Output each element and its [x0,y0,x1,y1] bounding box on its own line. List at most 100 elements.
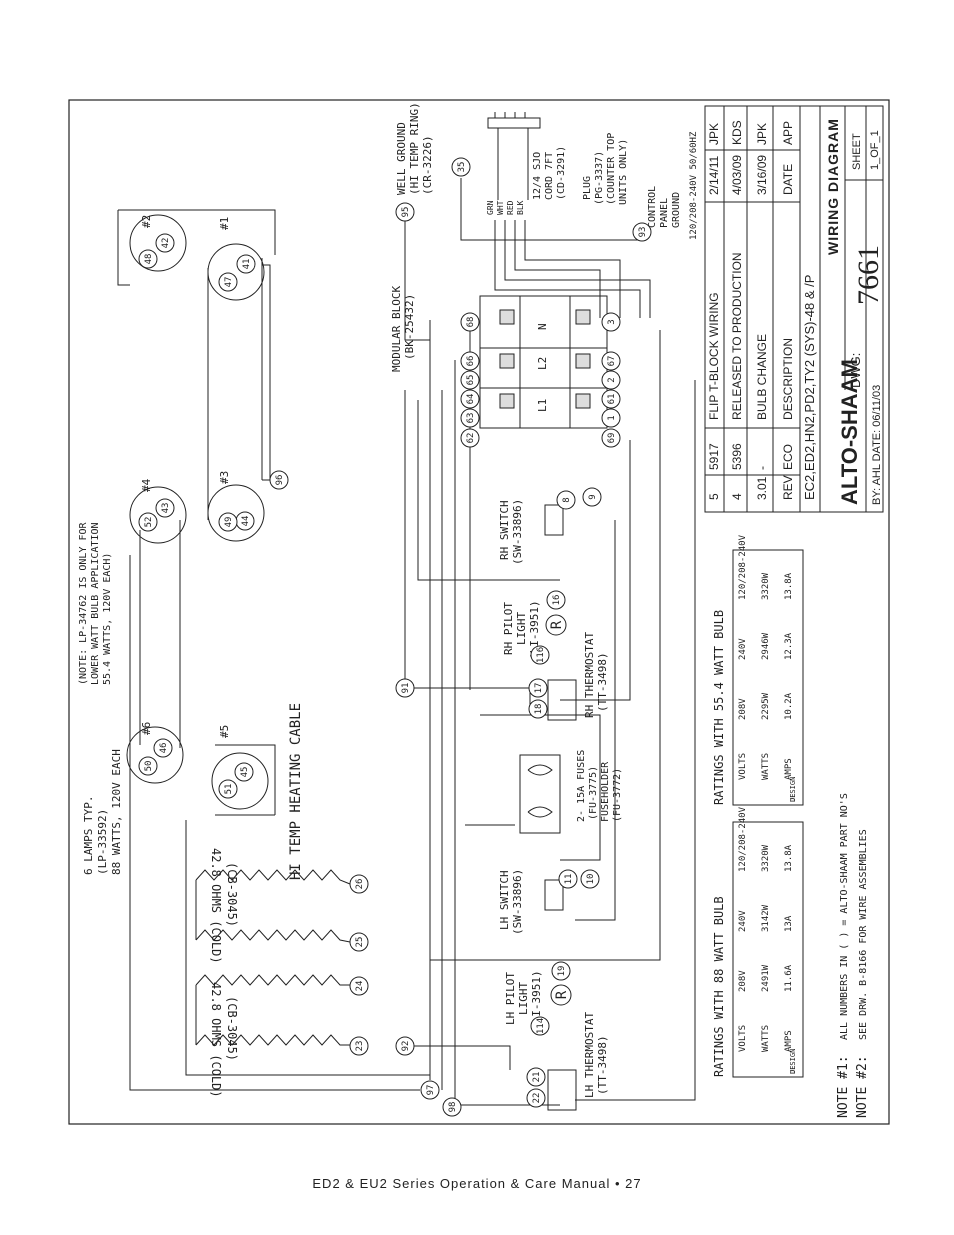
terminal-label: 19 [557,966,567,977]
terminal-label: 98 [448,1102,458,1113]
lamp-id-5: #5 [218,725,231,738]
ratings-88-cell: 3320W [761,844,771,872]
terminal-11: 11 [558,869,578,889]
terminal-label: 9 [588,494,598,499]
terminal-label: 62 [466,433,476,444]
ratings-554-table [732,549,804,806]
lamp-socket-4 [129,486,187,544]
wire-91 [405,687,531,705]
term-l2: L2 [536,357,549,370]
terminal-1: 1 [601,408,621,428]
revision-eco: ECO [781,444,795,470]
dwg-number: 7661 [852,245,885,305]
wire-ground-95 [404,220,430,341]
lamp-socket-6 [126,726,184,784]
terminal-label: 1 [607,415,617,420]
wire-block-11 [575,380,696,1101]
term-l1: L1 [536,399,549,412]
terminal-label: 91 [401,683,411,694]
terminal-41: 41 [236,254,256,274]
terminal-label: 63 [466,413,476,424]
terminal-65: 65 [460,370,480,390]
page-footer: ED2 & EU2 Series Operation & Care Manual… [312,1176,642,1191]
ratings-88-cell: 13A [784,915,794,932]
revision-app: JPK [707,123,721,145]
revision-rev: 4 [730,493,744,500]
terminal-label: 65 [466,375,476,386]
lh-pilot-3: (LI-3951) [530,970,543,1030]
rh-switch-box [544,504,564,536]
block-cell [575,393,591,409]
fuse-holder [519,754,561,834]
terminal-label: 97 [426,1085,436,1096]
ratings-554-header: WATTS [761,753,771,780]
terminal-62: 62 [460,428,480,448]
terminal-label: 2 [607,377,617,382]
terminal-97: 97 [420,1080,440,1100]
terminal-66: 66 [460,351,480,371]
sheet-label: SHEET [851,133,863,170]
lamp-socket-3 [207,484,265,542]
terminal-51: 51 [218,779,238,799]
terminal-114: 114 [530,1016,550,1036]
ratings-554-cell: 10.2A [784,692,794,720]
terminal-label: 68 [466,317,476,328]
ratings-554-cell: 208V [738,698,748,720]
terminal-49: 49 [218,512,238,532]
terminal-10: 10 [580,869,600,889]
terminal-64: 64 [460,389,480,409]
terminal-63: 63 [460,408,480,428]
wire-96 [262,264,271,481]
rh-pilot-light-icon: R [545,614,567,636]
wire-ground-35 [460,178,640,241]
wire-red: RED [506,200,515,215]
cord-1: 12/4 SJO [532,152,543,200]
terminal-markers: 1238910111617181921222324252635414243444… [138,157,652,1117]
wire-block-9 [560,440,631,701]
rh-pilot-1: RH PILOT [502,602,515,655]
models-label: EC2,ED2,HN2,PD2,TY2 (SYS)-48 & /P [802,275,817,500]
terminal-label: 11 [564,874,574,885]
wire-92 [405,1045,511,1070]
terminal-96: 96 [269,470,289,490]
lamps-label-3: 88 WATTS, 120V EACH [110,749,123,875]
rh-pilot-3: (LI-3951) [528,600,541,660]
terminal-label: 42 [161,238,171,249]
ratings-554-title: RATINGS WITH 55.4 WATT BULB [712,610,726,805]
block-cell [575,353,591,369]
wire-block-8 [430,330,661,961]
terminal-47: 47 [218,272,238,292]
terminal-46: 46 [153,738,173,758]
terminal-43: 43 [155,498,175,518]
rh-thermostat-box [547,679,577,721]
fuses-3: FUSEHOLDER [600,761,611,822]
wire-plug [494,220,641,318]
cord-2: CORD 7FT [544,152,555,200]
lamps-label-1: 6 LAMPS TYP. [82,796,95,875]
rh-pilot-2: LIGHT [515,612,528,645]
rh-thermo-1: RH THERMOSTAT [583,632,596,718]
plug-2: (PG-3337) [594,151,605,205]
terminal-label: 67 [607,356,617,367]
lamp-note-2: LOWER WATT BULB APPLICATION [90,522,101,685]
sheet-value: 1_OF_1 [869,130,881,170]
revision-rev: 5 [707,493,721,500]
fuse-1 [527,764,553,776]
terminal-label: 10 [586,874,596,885]
ratings-554-side-label: DESIGN [789,777,797,802]
plug-3: (COUNTER TOP [606,133,617,205]
terminal-label: 64 [466,394,476,405]
lh-thermostat-box [547,1069,577,1111]
ratings-554-cell: 12.3A [784,632,794,660]
note-1-label: NOTE #1: [836,1055,851,1118]
revision-description: BULB CHANGE [755,334,769,420]
ratings-88-cell: 208V [738,970,748,992]
revision-eco: 5396 [730,443,744,470]
wire-plug-3 [514,220,601,318]
modular-block-2: (BK-25432) [403,294,416,360]
rh-thermo-2: (TT-3498) [596,652,609,712]
by-date: BY: AHL DATE: 06/11/03 [871,385,883,505]
wire-plug-4 [524,220,621,318]
lamp-note-3: 55.4 WATTS, 120V EACH) [102,553,113,685]
